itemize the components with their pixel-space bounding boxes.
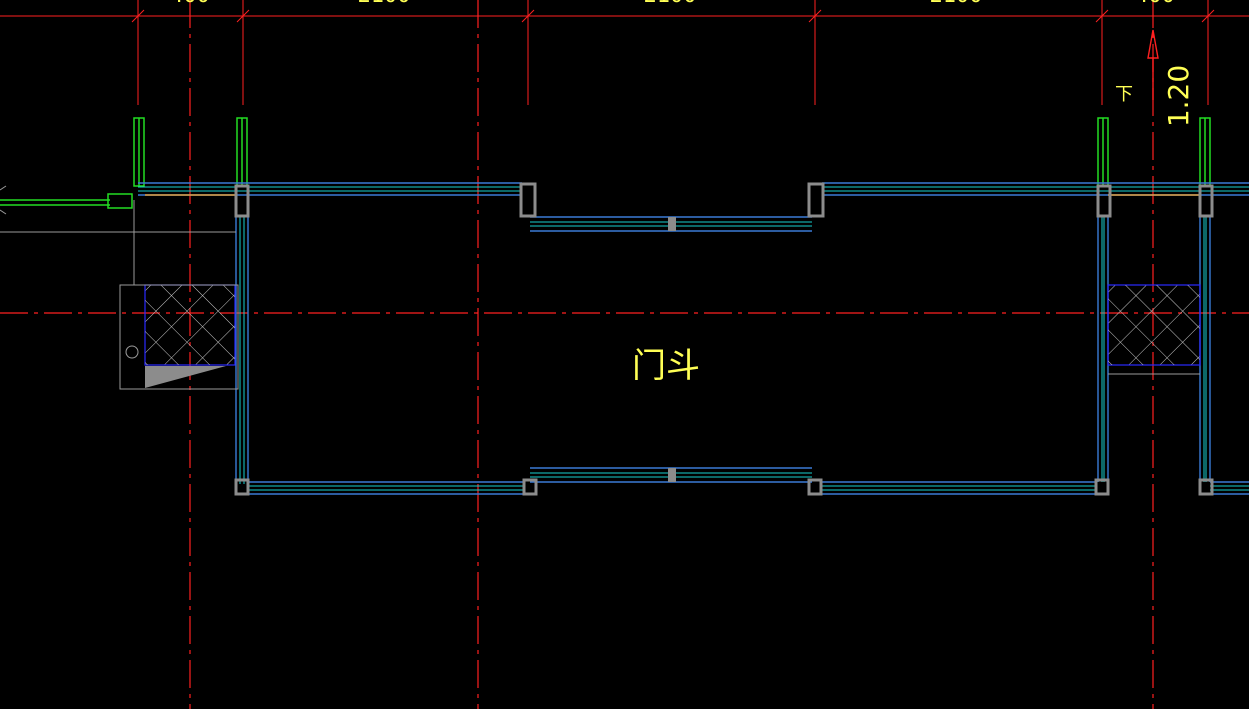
left-edge-marks: [0, 185, 7, 215]
room-label: 门斗: [632, 346, 700, 386]
elevation-mark-text: 1.20: [1162, 65, 1195, 127]
dimension-chain: [0, 0, 1249, 105]
elevation-prefix-text: 下: [1115, 84, 1133, 105]
window-mullions: [668, 217, 676, 482]
dimension-text-3: 2100: [644, 0, 697, 8]
columns: [234, 182, 1214, 496]
dimension-text-2: 2100: [358, 0, 411, 8]
elevation-arrow: [1147, 29, 1159, 100]
dimension-texts: 400 2100 2100 2100 400: [170, 0, 1175, 8]
dimension-text-1: 400: [170, 0, 210, 8]
dimension-text-4: 2100: [930, 0, 983, 8]
stair-landing-wedge: [145, 366, 226, 388]
walls: [138, 182, 1249, 495]
hatched-block-left: [144, 284, 236, 366]
stair-outline-left: [0, 200, 1200, 390]
hatched-block-right: [1107, 284, 1201, 366]
green-posts: [0, 117, 1211, 209]
dimension-text-5: 400: [1135, 0, 1175, 8]
